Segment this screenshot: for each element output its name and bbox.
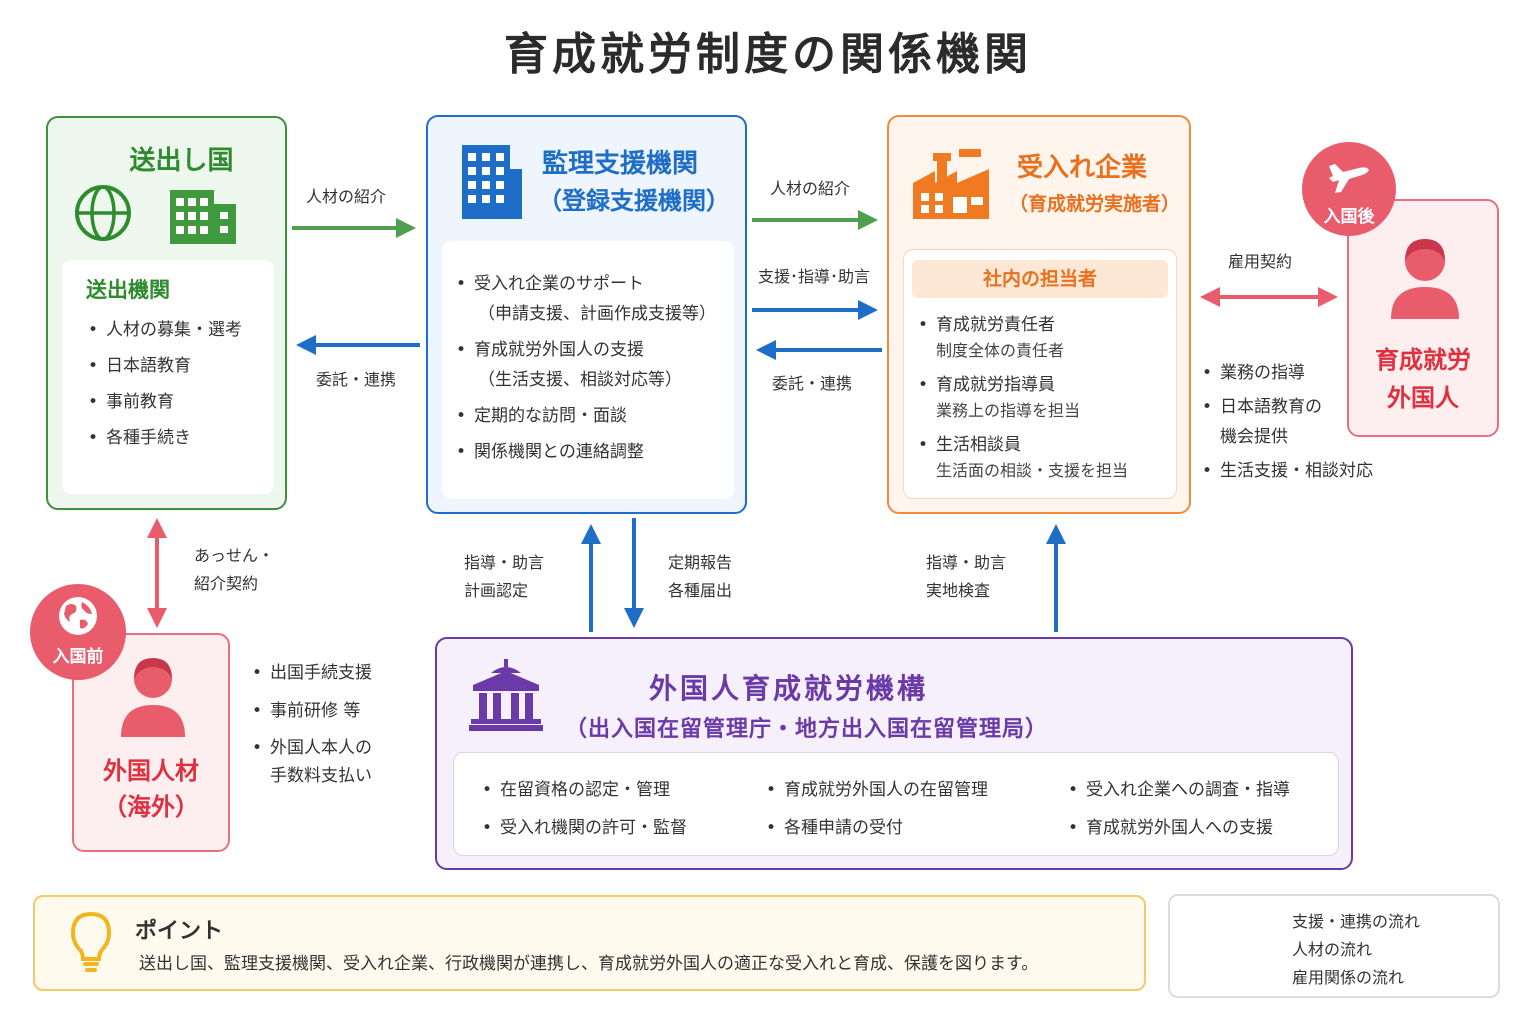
list-item: 出国手続支援 (250, 658, 372, 688)
label-agency-to-accepting: 指導・助言 実地検査 (926, 553, 1007, 600)
after-entry-badge: 入国後 (1302, 142, 1396, 236)
list-item: 各種手続き (86, 420, 242, 456)
overseas-talent-name: 外国人材 （海外） (103, 757, 199, 821)
office-building-icon (462, 145, 522, 219)
list-item: 各種申請の受付 (764, 809, 988, 847)
supervising-org-subtitle: （登録支援機関） (538, 187, 730, 215)
person-icon (121, 658, 185, 737)
label-agency-to-supervising: 指導・助言 計画認定 (464, 553, 545, 600)
sending-country-panel: 送出し国 送出機関 人材の募集・選考 日本語教育 事前教育 各種手続き (46, 116, 287, 510)
list-item: 育成就労外国人の在留管理 (764, 771, 988, 809)
overseas-talent-list: 出国手続支援 事前研修 等 外国人本人の 手数料支払い (250, 658, 372, 790)
label-mediation: あっせん・ 紹介契約 (194, 546, 275, 593)
sending-country-title: 送出し国 (129, 146, 234, 176)
agency-panel: 外国人育成就労機構 （出入国在留管理庁・地方出入国在留管理局） 在留資格の認定・… (435, 637, 1353, 870)
list-item: 事前教育 (86, 384, 242, 420)
legend-item-employment: 雇用関係の流れ (1292, 968, 1405, 987)
trainee-support-list: 業務の指導 日本語教育の 機会提供 生活支援・相談対応 (1200, 358, 1373, 486)
staff-box-title: 社内の担当者 (912, 260, 1168, 298)
label-send-to-supervising: 人材の紹介 (306, 187, 387, 206)
government-building-icon (469, 659, 543, 731)
label-accepting-to-supervising: 委託・連携 (772, 374, 853, 393)
supervising-org-title: 監理支援機関 (542, 149, 699, 179)
legend-item-talent: 人材の流れ (1292, 940, 1373, 959)
agency-title: 外国人育成就労機構 (649, 672, 929, 705)
list-item: 受入れ企業への調査・指導 (1066, 771, 1290, 809)
accepting-company-title: 受入れ企業 (1017, 153, 1148, 183)
list-item: 受入れ企業のサポート（申請支援、計画作成支援等） (454, 269, 716, 329)
list-item: 日本語教育 (86, 348, 242, 384)
agency-duties: 在留資格の認定・管理 受入れ機関の許可・監督 育成就労外国人の在留管理 各種申請… (453, 752, 1339, 856)
trainee-name: 育成就労 外国人 (1375, 346, 1471, 412)
sending-agency-box: 送出機関 人材の募集・選考 日本語教育 事前教育 各種手続き (62, 260, 274, 494)
agency-subtitle: （出入国在留管理庁・地方出入国在留管理局） (565, 717, 1049, 742)
building-icon (170, 190, 236, 244)
point-title: ポイント (135, 919, 224, 944)
list-item: 定期的な訪問・面談 (454, 401, 716, 431)
accepting-company-subtitle: （育成就労実施者） (1009, 193, 1181, 215)
earth-icon (59, 597, 97, 635)
list-item: 事前研修 等 (250, 696, 372, 726)
point-body: 送出し国、監理支援機関、受入れ企業、行政機関が連携し、育成就労外国人の適正な受入… (139, 954, 1039, 974)
label-employment: 雇用契約 (1228, 252, 1293, 271)
airplane-icon (1329, 164, 1369, 193)
sending-agency-list: 人材の募集・選考 日本語教育 事前教育 各種手続き (86, 312, 242, 456)
label-supervising-to-accepting-support: 支援･指導･助言 (758, 267, 871, 286)
list-item: 手数料支払い (270, 766, 372, 786)
label-supervising-to-send: 委託・連携 (316, 370, 397, 389)
page-title: 育成就労制度の関係機関 (504, 29, 1032, 80)
list-item: 生活支援・相談対応 (1200, 456, 1373, 486)
list-item: 受入れ機関の許可・監督 (480, 809, 687, 847)
person-icon (1391, 239, 1459, 319)
point-box: ポイント 送出し国、監理支援機関、受入れ企業、行政機関が連携し、育成就労外国人の… (33, 895, 1146, 991)
sending-agency-title: 送出機関 (86, 278, 170, 302)
list-item: 育成就労外国人の支援（生活支援、相談対応等） (454, 335, 716, 395)
list-item: 関係機関との連絡調整 (454, 437, 716, 467)
legend: 支援・連携の流れ 人材の流れ 雇用関係の流れ (1168, 894, 1500, 998)
globe-icon (75, 185, 131, 241)
trainee-panel: 育成就労 外国人 (1347, 199, 1499, 437)
list-item: 人材の募集・選考 (86, 312, 242, 348)
list-item: 在留資格の認定・管理 (480, 771, 687, 809)
factory-icon (913, 149, 989, 219)
supervising-org-duties: 受入れ企業のサポート（申請支援、計画作成支援等） 育成就労外国人の支援（生活支援… (442, 241, 734, 499)
before-entry-badge: 入国前 (30, 584, 126, 680)
list-item: 育成就労外国人への支援 (1066, 809, 1290, 847)
legend-item-support: 支援・連携の流れ (1292, 912, 1421, 931)
supervising-org-panel: 監理支援機関 （登録支援機関） 受入れ企業のサポート（申請支援、計画作成支援等）… (426, 115, 747, 514)
lightbulb-icon (70, 911, 112, 972)
label-supervising-to-agency: 定期報告 各種届出 (668, 553, 733, 600)
list-item: 業務の指導 (1200, 358, 1373, 388)
label-supervising-to-accepting-talent: 人材の紹介 (770, 179, 851, 198)
list-item: 外国人本人の (250, 734, 372, 762)
list-item: 機会提供 (1220, 427, 1288, 447)
list-item: 日本語教育の (1200, 392, 1373, 422)
